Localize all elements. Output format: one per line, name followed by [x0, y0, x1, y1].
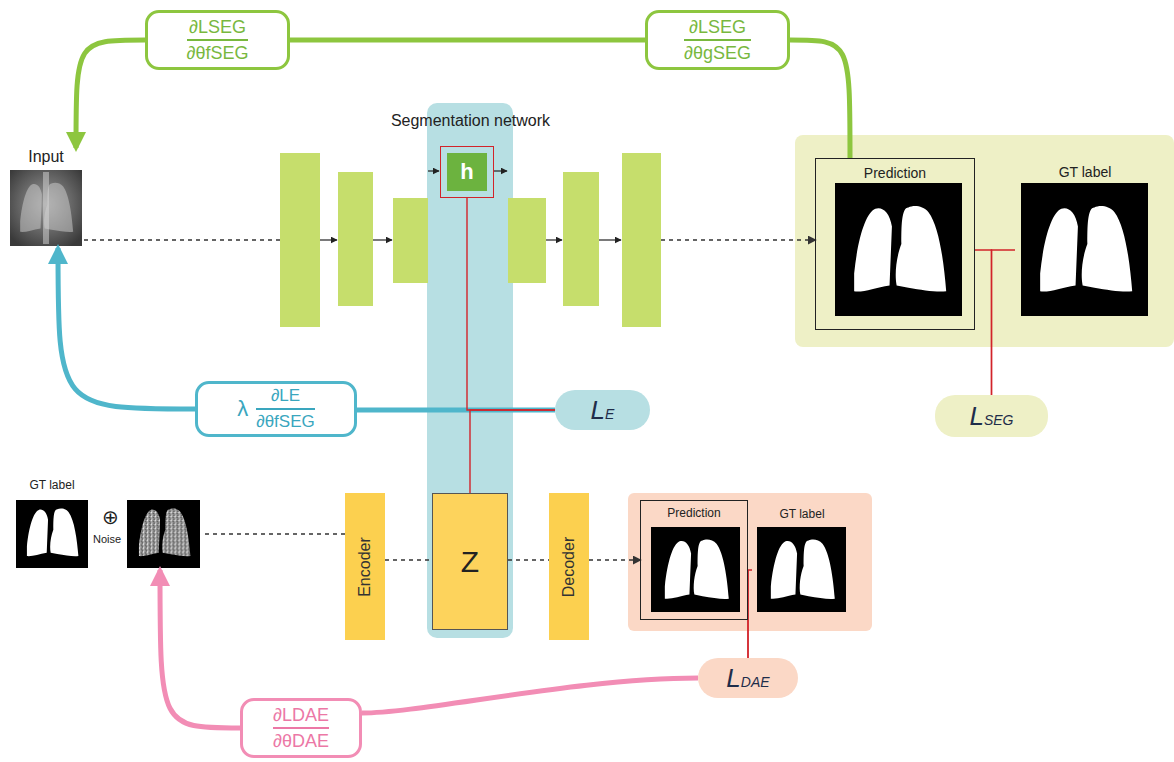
panel-heading: Input — [8, 148, 84, 166]
input-image: Input — [8, 148, 84, 248]
gradient-numerator: ∂LDAE — [273, 705, 329, 725]
loss-pill: LE — [555, 390, 650, 430]
connector — [76, 40, 145, 148]
fraction-bar — [273, 727, 329, 729]
connector — [790, 40, 850, 158]
connector — [975, 250, 992, 395]
latent-feature-box: h — [440, 146, 494, 198]
fraction-bar — [256, 408, 314, 410]
panel-heading: GT label — [10, 478, 94, 492]
connector — [362, 678, 698, 713]
plus-symbol: ⊕ — [102, 505, 119, 529]
fraction: ∂LSEG ∂θgSEG — [684, 17, 751, 63]
gradient-box: λ ∂LE ∂θfSEG — [195, 381, 357, 437]
fraction-bar — [684, 39, 751, 41]
fraction-bar — [187, 39, 249, 41]
loss-label: LE — [591, 395, 615, 426]
loss-pill: LSEG — [935, 395, 1048, 437]
gradient-denominator: ∂θfSEG — [187, 43, 249, 63]
connector — [290, 38, 645, 43]
connector — [160, 570, 240, 728]
panel-heading: GT label — [1015, 164, 1155, 180]
panel-heading: GT label — [752, 507, 852, 521]
latent-code-box: Z — [432, 493, 508, 630]
gradient-box: ∂LSEG ∂θgSEG — [645, 10, 790, 70]
module-label: Decoder — [560, 536, 578, 596]
gradient-denominator: ∂θgSEG — [684, 43, 751, 63]
ground-truth-panel: GT label — [1015, 160, 1155, 320]
fraction: ∂LE ∂θfSEG — [256, 386, 314, 432]
latent-band — [427, 103, 513, 638]
symbol-label: h — [460, 159, 473, 185]
loss-label: LDAE — [726, 663, 769, 694]
panel-heading: Prediction — [641, 506, 747, 520]
network-layers — [280, 153, 661, 327]
panel-heading: Prediction — [816, 165, 974, 181]
gradient-box: ∂LDAE ∂θDAE — [240, 698, 362, 758]
fraction: ∂LDAE ∂θDAE — [273, 705, 329, 751]
xray-image — [10, 170, 82, 246]
noise-label: Noise — [93, 533, 121, 545]
lambda-symbol: λ — [237, 396, 248, 422]
gradient-numerator: ∂LSEG — [689, 17, 746, 37]
connector — [661, 239, 815, 241]
connector — [992, 250, 1016, 395]
panel-heading: Segmentation network — [280, 112, 661, 130]
connector — [385, 559, 432, 561]
symbol-label: Z — [461, 545, 479, 579]
connector — [508, 559, 549, 561]
gradient-numerator: ∂LE — [271, 386, 300, 406]
prediction-panel: Prediction — [640, 500, 748, 620]
connector — [84, 239, 280, 241]
loss-label: LSEG — [969, 401, 1013, 432]
fraction: ∂LSEG ∂θfSEG — [187, 17, 249, 63]
connector — [748, 570, 752, 658]
connector — [467, 198, 555, 410]
prediction-panel: Prediction — [815, 158, 975, 330]
segmentation-network: Segmentation network h — [280, 112, 661, 328]
output-panel — [795, 135, 1174, 347]
connector — [470, 410, 555, 493]
dae-output-panel — [628, 493, 872, 631]
connector — [205, 533, 345, 535]
gradient-box: ∂LSEG ∂θfSEG — [145, 10, 290, 70]
decoder-box: Decoder — [549, 493, 589, 640]
gradient-denominator: ∂θDAE — [273, 731, 329, 751]
connector — [589, 559, 640, 561]
ground-truth-panel: GT label — [752, 505, 852, 615]
loss-pill: LDAE — [698, 658, 798, 698]
module-label: Encoder — [356, 537, 374, 597]
gradient-denominator: ∂θfSEG — [256, 412, 314, 432]
encoder-box: Encoder — [345, 493, 385, 640]
gradient-numerator: ∂LSEG — [189, 17, 246, 37]
connector — [58, 248, 195, 409]
